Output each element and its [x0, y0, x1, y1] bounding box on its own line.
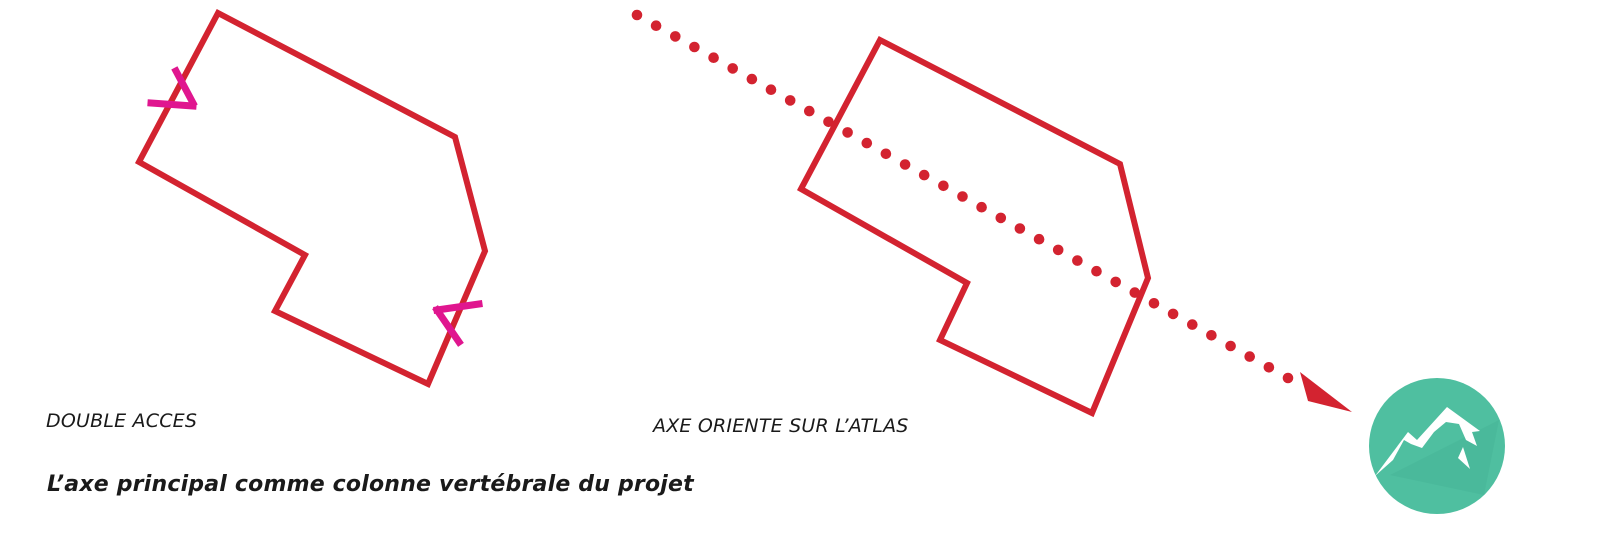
axis-dot — [650, 20, 662, 32]
axis-dot — [765, 84, 777, 95]
axis-dot — [784, 95, 796, 106]
arrowhead-icon — [1300, 372, 1352, 412]
axis-dot — [804, 105, 815, 117]
axis-dot — [976, 201, 987, 213]
mountain-icon — [1369, 378, 1505, 514]
axis-dot — [631, 9, 643, 21]
axis-dot — [1225, 340, 1236, 352]
double-access-label: DOUBLE ACCES — [46, 410, 198, 432]
axis-dot — [708, 52, 719, 63]
access-mark-icon — [147, 66, 198, 110]
axis-dot — [823, 116, 834, 128]
axis-dot — [842, 127, 853, 138]
axis-dot — [1187, 319, 1198, 330]
access-mark-icon — [432, 300, 483, 347]
caption: L’axe principal comme colonne vertébrale… — [47, 472, 694, 497]
axis-dot — [1263, 362, 1275, 373]
axis-dot — [746, 73, 758, 85]
axis-dot — [1091, 265, 1102, 277]
axis-dot — [1110, 276, 1121, 288]
axis-dot — [918, 169, 930, 181]
plan-outline-right — [796, 35, 1152, 418]
axis-dot — [1167, 308, 1179, 320]
axis-dot — [1033, 233, 1045, 245]
axis-dot — [1129, 287, 1141, 298]
axis-dot — [1282, 372, 1294, 384]
axis-dot — [689, 41, 700, 53]
axis-dot — [1206, 330, 1217, 341]
axis-dot — [727, 63, 738, 74]
axis-dot — [861, 137, 873, 149]
axis-dotted-line — [631, 9, 1294, 384]
axis-dot — [1072, 255, 1083, 266]
axis-dot — [957, 191, 968, 202]
axis-label: AXE ORIENTE SUR L’ATLAS — [653, 415, 909, 437]
axis-dot — [1052, 244, 1064, 256]
axis-dot — [938, 180, 949, 192]
plan-outline-left — [134, 8, 489, 389]
axis-dot — [995, 212, 1007, 224]
axis-dot — [1148, 298, 1160, 309]
axis-dot — [1244, 351, 1255, 362]
axis-dot — [880, 148, 892, 160]
axis-dot — [670, 31, 681, 42]
axis-dot — [1014, 223, 1026, 234]
axis-dot — [899, 159, 911, 170]
